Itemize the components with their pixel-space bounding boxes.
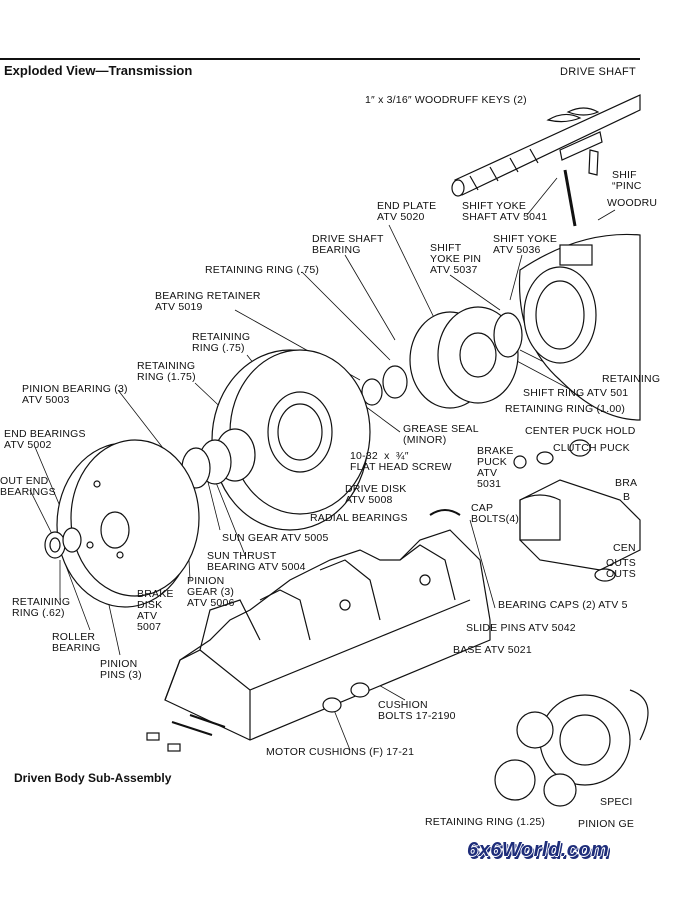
label-brake-puck: BRAKE PUCK ATV 5031 xyxy=(477,445,514,490)
label-sun-gear: SUN GEAR ATV 5005 xyxy=(222,532,329,544)
sun-gear xyxy=(181,428,256,489)
label-shift-pin: SHIF “PINC xyxy=(612,169,642,192)
drive-disk xyxy=(211,349,371,531)
label-cen: CEN xyxy=(613,542,636,554)
label-base: BASE ATV 5021 xyxy=(453,644,532,656)
label-cap-bolts: CAP BOLTS(4) xyxy=(471,502,520,525)
drive-shaft xyxy=(451,94,641,227)
gearbox-housing xyxy=(518,233,641,421)
label-woodruff: WOODRU xyxy=(607,197,658,209)
label-pinion-ge: PINION GE xyxy=(578,818,635,830)
label-clutch-puck: CLUTCH PUCK xyxy=(553,442,630,454)
label-drive-disk: DRIVE DISK ATV 5008 xyxy=(345,483,407,506)
end-plate xyxy=(361,306,523,409)
label-slide-pins: SLIDE PINS ATV 5042 xyxy=(466,622,576,634)
label-center-puck-holder: CENTER PUCK HOLD xyxy=(525,425,636,437)
label-pinion-bearing: PINION BEARING (3) ATV 5003 xyxy=(22,383,128,406)
label-cushion-bolts: CUSHION BOLTS 17-2190 xyxy=(378,699,456,722)
label-drive-shaft-bearing: DRIVE SHAFT BEARING xyxy=(312,233,384,256)
label-retaining-ring-125: RETAINING RING (1.25) xyxy=(425,816,546,828)
label-speci: SPECI xyxy=(600,796,633,808)
planetary-gear xyxy=(494,689,649,807)
base xyxy=(164,529,491,741)
label-shift-ring: SHIFT RING ATV 501 xyxy=(523,387,629,399)
label-retaining-ring-62: RETAINING RING (.62) xyxy=(12,596,71,619)
motor-cushions xyxy=(146,714,226,752)
label-pinion-pins: PINION PINS (3) xyxy=(100,658,142,681)
label-retaining-ring-175: RETAINING RING (1.75) xyxy=(137,360,196,383)
label-woodruff-keys: 1″ x 3/16″ WOODRUFF KEYS (2) xyxy=(365,94,527,106)
page-title: Exploded View—Transmission xyxy=(4,63,193,78)
label-retaining: RETAINING xyxy=(602,373,661,385)
label-bra: BRA xyxy=(615,477,638,489)
label-retaining-ring-100: RETAINING RING (1.00) xyxy=(505,403,626,415)
label-end-plate: END PLATE ATV 5020 xyxy=(377,200,437,223)
header-rule xyxy=(0,58,640,60)
site-logo: 6x6World.com xyxy=(467,839,610,861)
label-pinion-gear: PINION GEAR (3) ATV 5006 xyxy=(187,575,235,609)
label-end-bearings: END BEARINGS ATV 5002 xyxy=(4,428,86,451)
label-out-end-bearings: OUT END BEARINGS xyxy=(0,475,56,498)
section-label: DRIVE SHAFT xyxy=(560,66,637,78)
label-grease-seal: GREASE SEAL (MINOR) xyxy=(403,423,479,446)
label-retaining-ring-75-b: RETAINING RING (.75) xyxy=(192,331,251,354)
label-shift-yoke: SHIFT YOKE ATV 5036 xyxy=(493,233,558,256)
label-bearing-retainer: BEARING RETAINER ATV 5019 xyxy=(155,290,261,313)
sub-assembly-title: Driven Body Sub-Assembly xyxy=(14,771,172,785)
label-motor-cushions: MOTOR CUSHIONS (F) 17-21 xyxy=(266,746,415,758)
label-bearing-caps: BEARING CAPS (2) ATV 5 xyxy=(498,599,628,611)
label-brake-disk: BRAKE DISK ATV 5007 xyxy=(137,588,174,633)
label-shift-yoke-pin: SHIFT YOKE PIN ATV 5037 xyxy=(430,242,482,276)
bearing-caps xyxy=(429,439,641,582)
label-roller-bearing: ROLLER BEARING xyxy=(52,631,101,654)
end-bearing xyxy=(44,527,82,559)
label-radial-bearings: RADIAL BEARINGS xyxy=(310,512,408,524)
label-b: B xyxy=(623,491,631,503)
brake-disk xyxy=(56,439,200,608)
label-retaining-ring-75-a: RETAINING RING (.75) xyxy=(205,264,320,276)
label-outs: OUTS OUTS xyxy=(606,557,636,580)
label-shift-yoke-shaft: SHIFT YOKE SHAFT ATV 5041 xyxy=(462,200,548,223)
label-flat-head-screw: 10-32 x ¾″ FLAT HEAD SCREW xyxy=(350,450,452,473)
label-sun-thrust-bearing: SUN THRUST BEARING ATV 5004 xyxy=(207,550,306,573)
